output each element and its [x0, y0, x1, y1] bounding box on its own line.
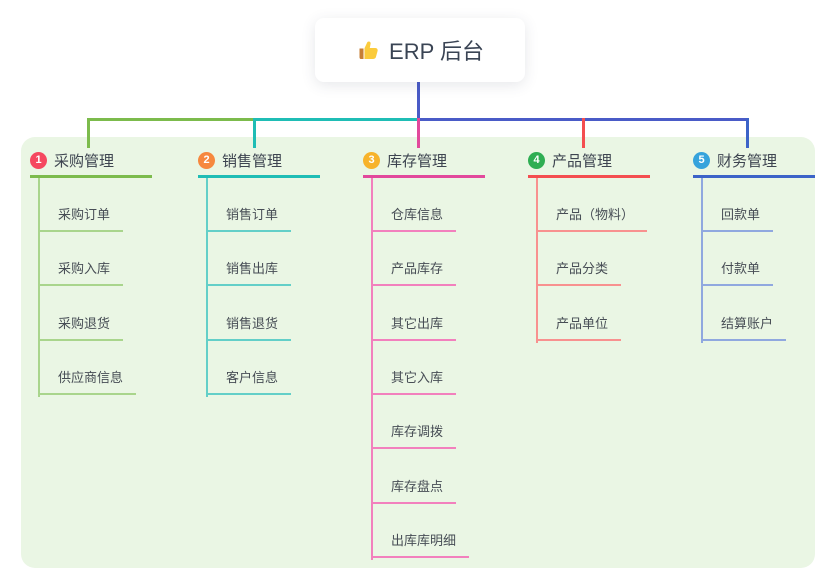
branch-number-badge: 5 [693, 152, 710, 169]
branch-label: 库存管理 [387, 153, 448, 170]
branch-node[interactable]: 5 财务管理 [693, 146, 815, 178]
branch-column-line [38, 178, 40, 397]
root-node-label: ERP 后台 [389, 39, 484, 64]
branch-number-badge: 3 [363, 152, 380, 169]
mindmap-item[interactable]: 回款单 [701, 200, 774, 232]
branch-number-badge: 2 [198, 152, 215, 169]
branch-label: 采购管理 [54, 153, 115, 170]
branch-node[interactable]: 3 库存管理 [363, 146, 485, 178]
mindmap-item[interactable]: 库存盘点 [371, 472, 457, 504]
mindmap-item[interactable]: 销售出库 [206, 254, 292, 287]
bus-segment-1 [87, 118, 253, 121]
branch-drop-line [87, 118, 90, 148]
branch-number-badge: 1 [30, 152, 47, 169]
branch-node[interactable]: 2 销售管理 [198, 146, 320, 178]
mindmap-item[interactable]: 产品库存 [371, 254, 457, 287]
root-stem-line [417, 82, 420, 121]
mindmap-item[interactable]: 供应商信息 [38, 363, 137, 395]
branches-panel [21, 137, 815, 568]
branch-drop-line [746, 118, 749, 148]
mindmap-item[interactable]: 库存调拨 [371, 417, 457, 450]
mindmap-item[interactable]: 采购退货 [38, 309, 124, 341]
branch-column-line [536, 178, 538, 343]
branch-label: 产品管理 [552, 153, 613, 170]
branch-node[interactable]: 1 采购管理 [30, 146, 152, 178]
mindmap-item[interactable]: 客户信息 [206, 363, 292, 395]
branch-column-line [701, 178, 703, 343]
mindmap-item[interactable]: 采购订单 [38, 200, 124, 232]
mindmap-item[interactable]: 仓库信息 [371, 200, 457, 232]
branch-label: 财务管理 [717, 153, 778, 170]
mindmap-item[interactable]: 销售退货 [206, 309, 292, 341]
branch-node[interactable]: 4 产品管理 [528, 146, 650, 178]
branch-label: 销售管理 [222, 153, 283, 170]
mindmap-item[interactable]: 其它出库 [371, 309, 457, 341]
branch-column-line [371, 178, 373, 560]
branch-column-line [206, 178, 208, 397]
mindmap-item[interactable]: 结算账户 [701, 309, 787, 341]
mindmap-item[interactable]: 销售订单 [206, 200, 292, 232]
mindmap-item[interactable]: 产品单位 [536, 309, 622, 341]
branch-drop-line [253, 118, 256, 148]
mindmap-item[interactable]: 采购入库 [38, 254, 124, 287]
mindmap-item[interactable]: 其它入库 [371, 363, 457, 395]
branch-number-badge: 4 [528, 152, 545, 169]
mindmap-item[interactable]: 出库库明细 [371, 526, 470, 558]
bus-segment-2 [253, 118, 417, 121]
mindmap-item[interactable]: 产品分类 [536, 254, 622, 287]
mindmap-item[interactable]: 付款单 [701, 254, 774, 287]
mindmap-item[interactable]: 产品（物料） [536, 200, 648, 232]
branch-drop-line [417, 118, 420, 148]
thumbs-up-icon [359, 41, 378, 59]
branch-drop-line [582, 118, 585, 148]
root-node[interactable]: ERP 后台 [315, 18, 525, 82]
